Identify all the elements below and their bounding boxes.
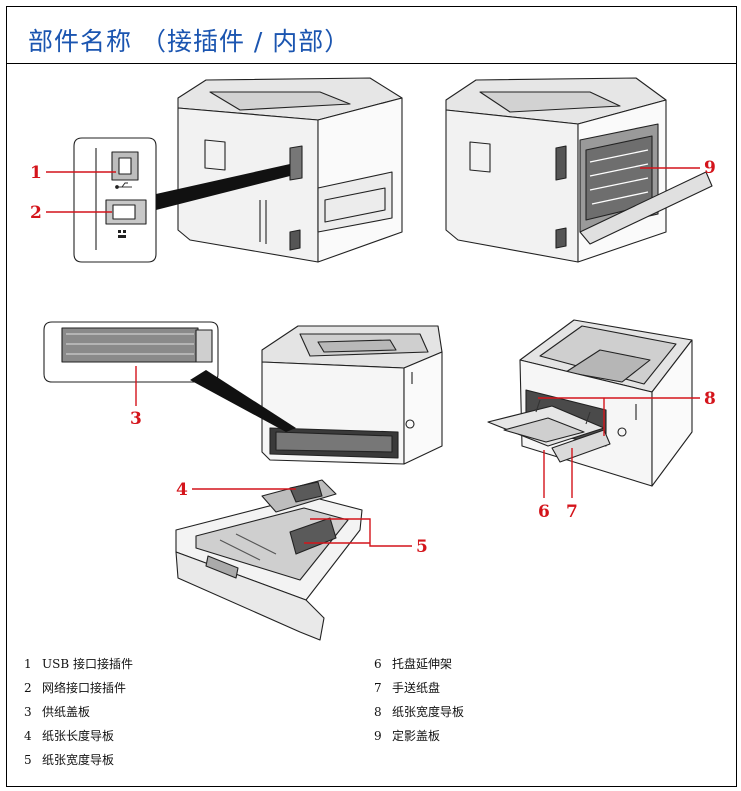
printer-rear-open-illustration — [445, 77, 713, 263]
network-icon — [118, 230, 126, 238]
cassette-illustration — [175, 479, 363, 641]
callout-8: 8 — [704, 389, 716, 409]
page-frame — [6, 6, 737, 787]
callout-3: 3 — [130, 409, 142, 429]
printer-mptray-illustration — [487, 319, 693, 487]
page-title: 部件名称 （接插件 / 内部） — [28, 27, 351, 56]
title-bar: 部件名称 （接插件 / 内部） — [6, 6, 737, 64]
feed-cover-inset — [43, 321, 296, 432]
callout-1: 1 — [30, 163, 42, 183]
callout-6: 6 — [538, 502, 550, 522]
connector-inset — [73, 137, 290, 263]
callout-4: 4 — [176, 480, 188, 500]
callout-9: 9 — [704, 158, 716, 178]
callout-2: 2 — [30, 203, 42, 223]
usb-icon — [115, 182, 132, 189]
callout-5: 5 — [416, 537, 428, 557]
printer-front-illustration — [261, 325, 443, 465]
callout-7: 7 — [566, 502, 578, 522]
